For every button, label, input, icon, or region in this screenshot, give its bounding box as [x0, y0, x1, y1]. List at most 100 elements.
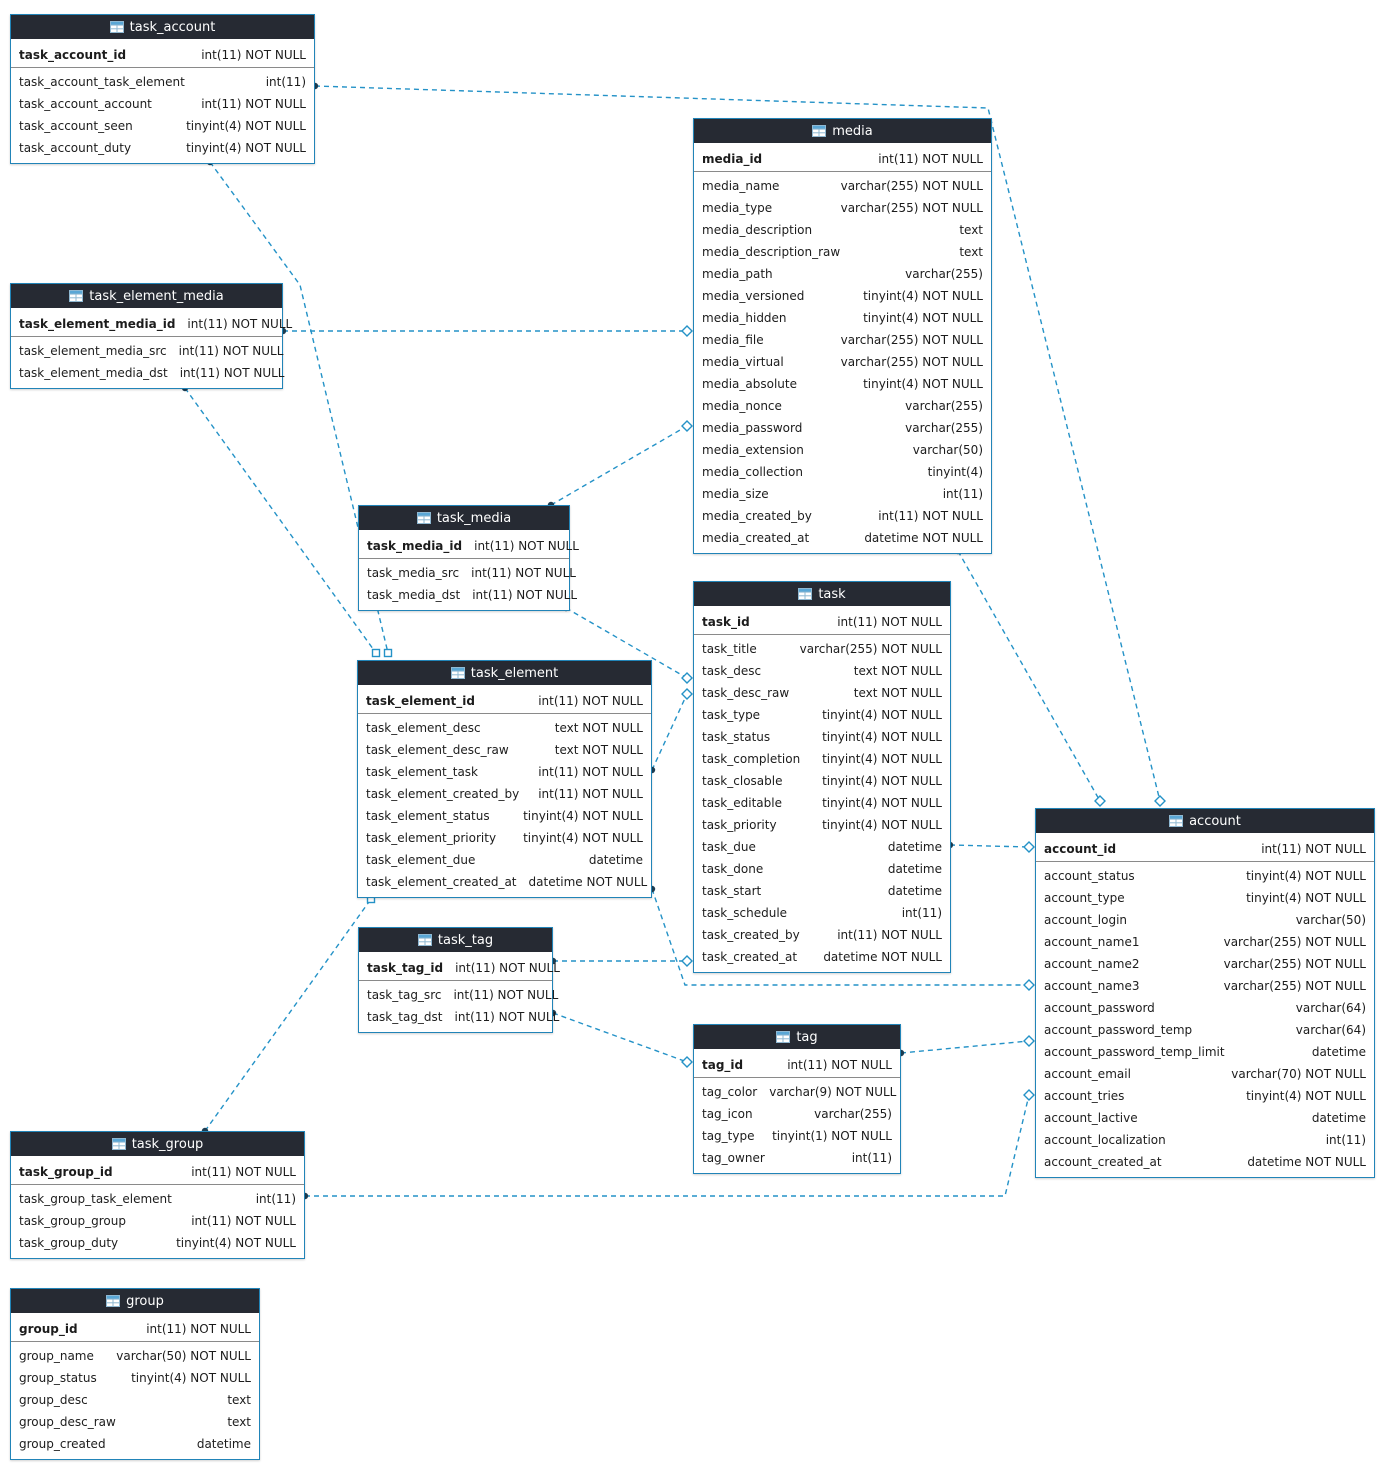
- relationship-line: [305, 1094, 1030, 1197]
- column-type: varchar(64): [1295, 1023, 1366, 1037]
- table-header-account[interactable]: account: [1036, 809, 1374, 833]
- table-header-group[interactable]: group: [11, 1289, 259, 1313]
- relationship-task_element-to-task-6: [648, 688, 693, 774]
- column-type: datetime: [887, 884, 942, 898]
- column-name: task_due: [702, 840, 756, 854]
- table-header-task_group[interactable]: task_group: [11, 1132, 304, 1156]
- column-name: task_element_media_id: [19, 316, 176, 331]
- table-header-media[interactable]: media: [694, 119, 991, 143]
- column-type: int(11) NOT NULL: [787, 1057, 892, 1072]
- column-name: task_tag_dst: [367, 1010, 443, 1024]
- column-type: tinyint(4) NOT NULL: [863, 377, 983, 391]
- table-header-task_element[interactable]: task_element: [358, 661, 651, 685]
- column-name: group_name: [19, 1349, 94, 1363]
- diamond-end-marker: [681, 420, 693, 432]
- column-name: task_element_status: [366, 809, 490, 823]
- table-header-task_media[interactable]: task_media: [359, 506, 569, 530]
- column-task_due: task_due datetime: [694, 836, 950, 858]
- column-name: task_account_account: [19, 97, 152, 111]
- column-name: task_media_id: [367, 538, 463, 553]
- column-type: int(11) NOT NULL: [837, 614, 942, 629]
- table-title: task_tag: [437, 932, 494, 948]
- column-name: task_start: [702, 884, 762, 898]
- column-type: tinyint(4) NOT NULL: [822, 818, 942, 832]
- column-type: int(11) NOT NULL: [472, 588, 578, 602]
- column-name: account_id: [1044, 841, 1117, 856]
- column-account_password_temp: account_password_temp varchar(64): [1036, 1019, 1374, 1041]
- column-type: tinyint(4) NOT NULL: [186, 119, 306, 133]
- column-type: tinyint(4) NOT NULL: [186, 141, 306, 155]
- column-type: tinyint(4) NOT NULL: [131, 1371, 251, 1385]
- table-header-task_element_media[interactable]: task_element_media: [11, 284, 282, 308]
- column-type: tinyint(4) NOT NULL: [822, 730, 942, 744]
- table-grid-icon: [450, 667, 465, 679]
- table-title: group: [126, 1293, 164, 1309]
- column-type: int(11) NOT NULL: [187, 316, 293, 331]
- column-type: int(11): [1325, 1133, 1366, 1147]
- column-name: task_element_created_by: [366, 787, 520, 801]
- column-type: datetime: [887, 840, 942, 854]
- column-type: text: [959, 245, 983, 259]
- column-name: account_password_temp: [1044, 1023, 1193, 1037]
- table-header-task_account[interactable]: task_account: [11, 15, 314, 39]
- column-type: datetime: [887, 862, 942, 876]
- relationship-tag-to-account-12: [897, 1035, 1035, 1057]
- column-type: tinyint(4): [927, 465, 983, 479]
- column-type: int(11) NOT NULL: [538, 787, 643, 801]
- column-name: task_group_id: [19, 1164, 113, 1179]
- column-type: varchar(255) NOT NULL: [1223, 957, 1366, 971]
- column-type: datetime: [588, 853, 643, 867]
- diamond-end-marker: [681, 325, 693, 337]
- table-grid-icon: [798, 588, 813, 600]
- table-header-task[interactable]: task: [694, 582, 950, 606]
- column-name: media_created_at: [702, 531, 810, 545]
- column-type: int(11) NOT NULL: [201, 47, 306, 62]
- table-header-tag[interactable]: tag: [694, 1025, 900, 1049]
- table-columns: task_element_media_id int(11) NOT NULL tas…: [11, 308, 292, 388]
- column-name: account_name3: [1044, 979, 1140, 993]
- table-header-task_tag[interactable]: task_tag: [359, 928, 552, 952]
- relationship-line: [552, 1012, 688, 1063]
- table-task_element_media[interactable]: task_element_media task_element_media_id i…: [10, 283, 292, 389]
- column-type: datetime: [1311, 1111, 1366, 1125]
- relationship-task_group-to-account-14: [301, 1089, 1035, 1200]
- column-type: text NOT NULL: [853, 664, 942, 678]
- table-grid-icon: [111, 1138, 126, 1150]
- column-name: task_schedule: [702, 906, 788, 920]
- column-type: varchar(255) NOT NULL: [1223, 979, 1366, 993]
- table-grid-icon: [812, 125, 827, 137]
- column-type: varchar(255) NOT NULL: [840, 333, 983, 347]
- table-title: account: [1189, 813, 1241, 829]
- table-title: tag: [796, 1029, 818, 1045]
